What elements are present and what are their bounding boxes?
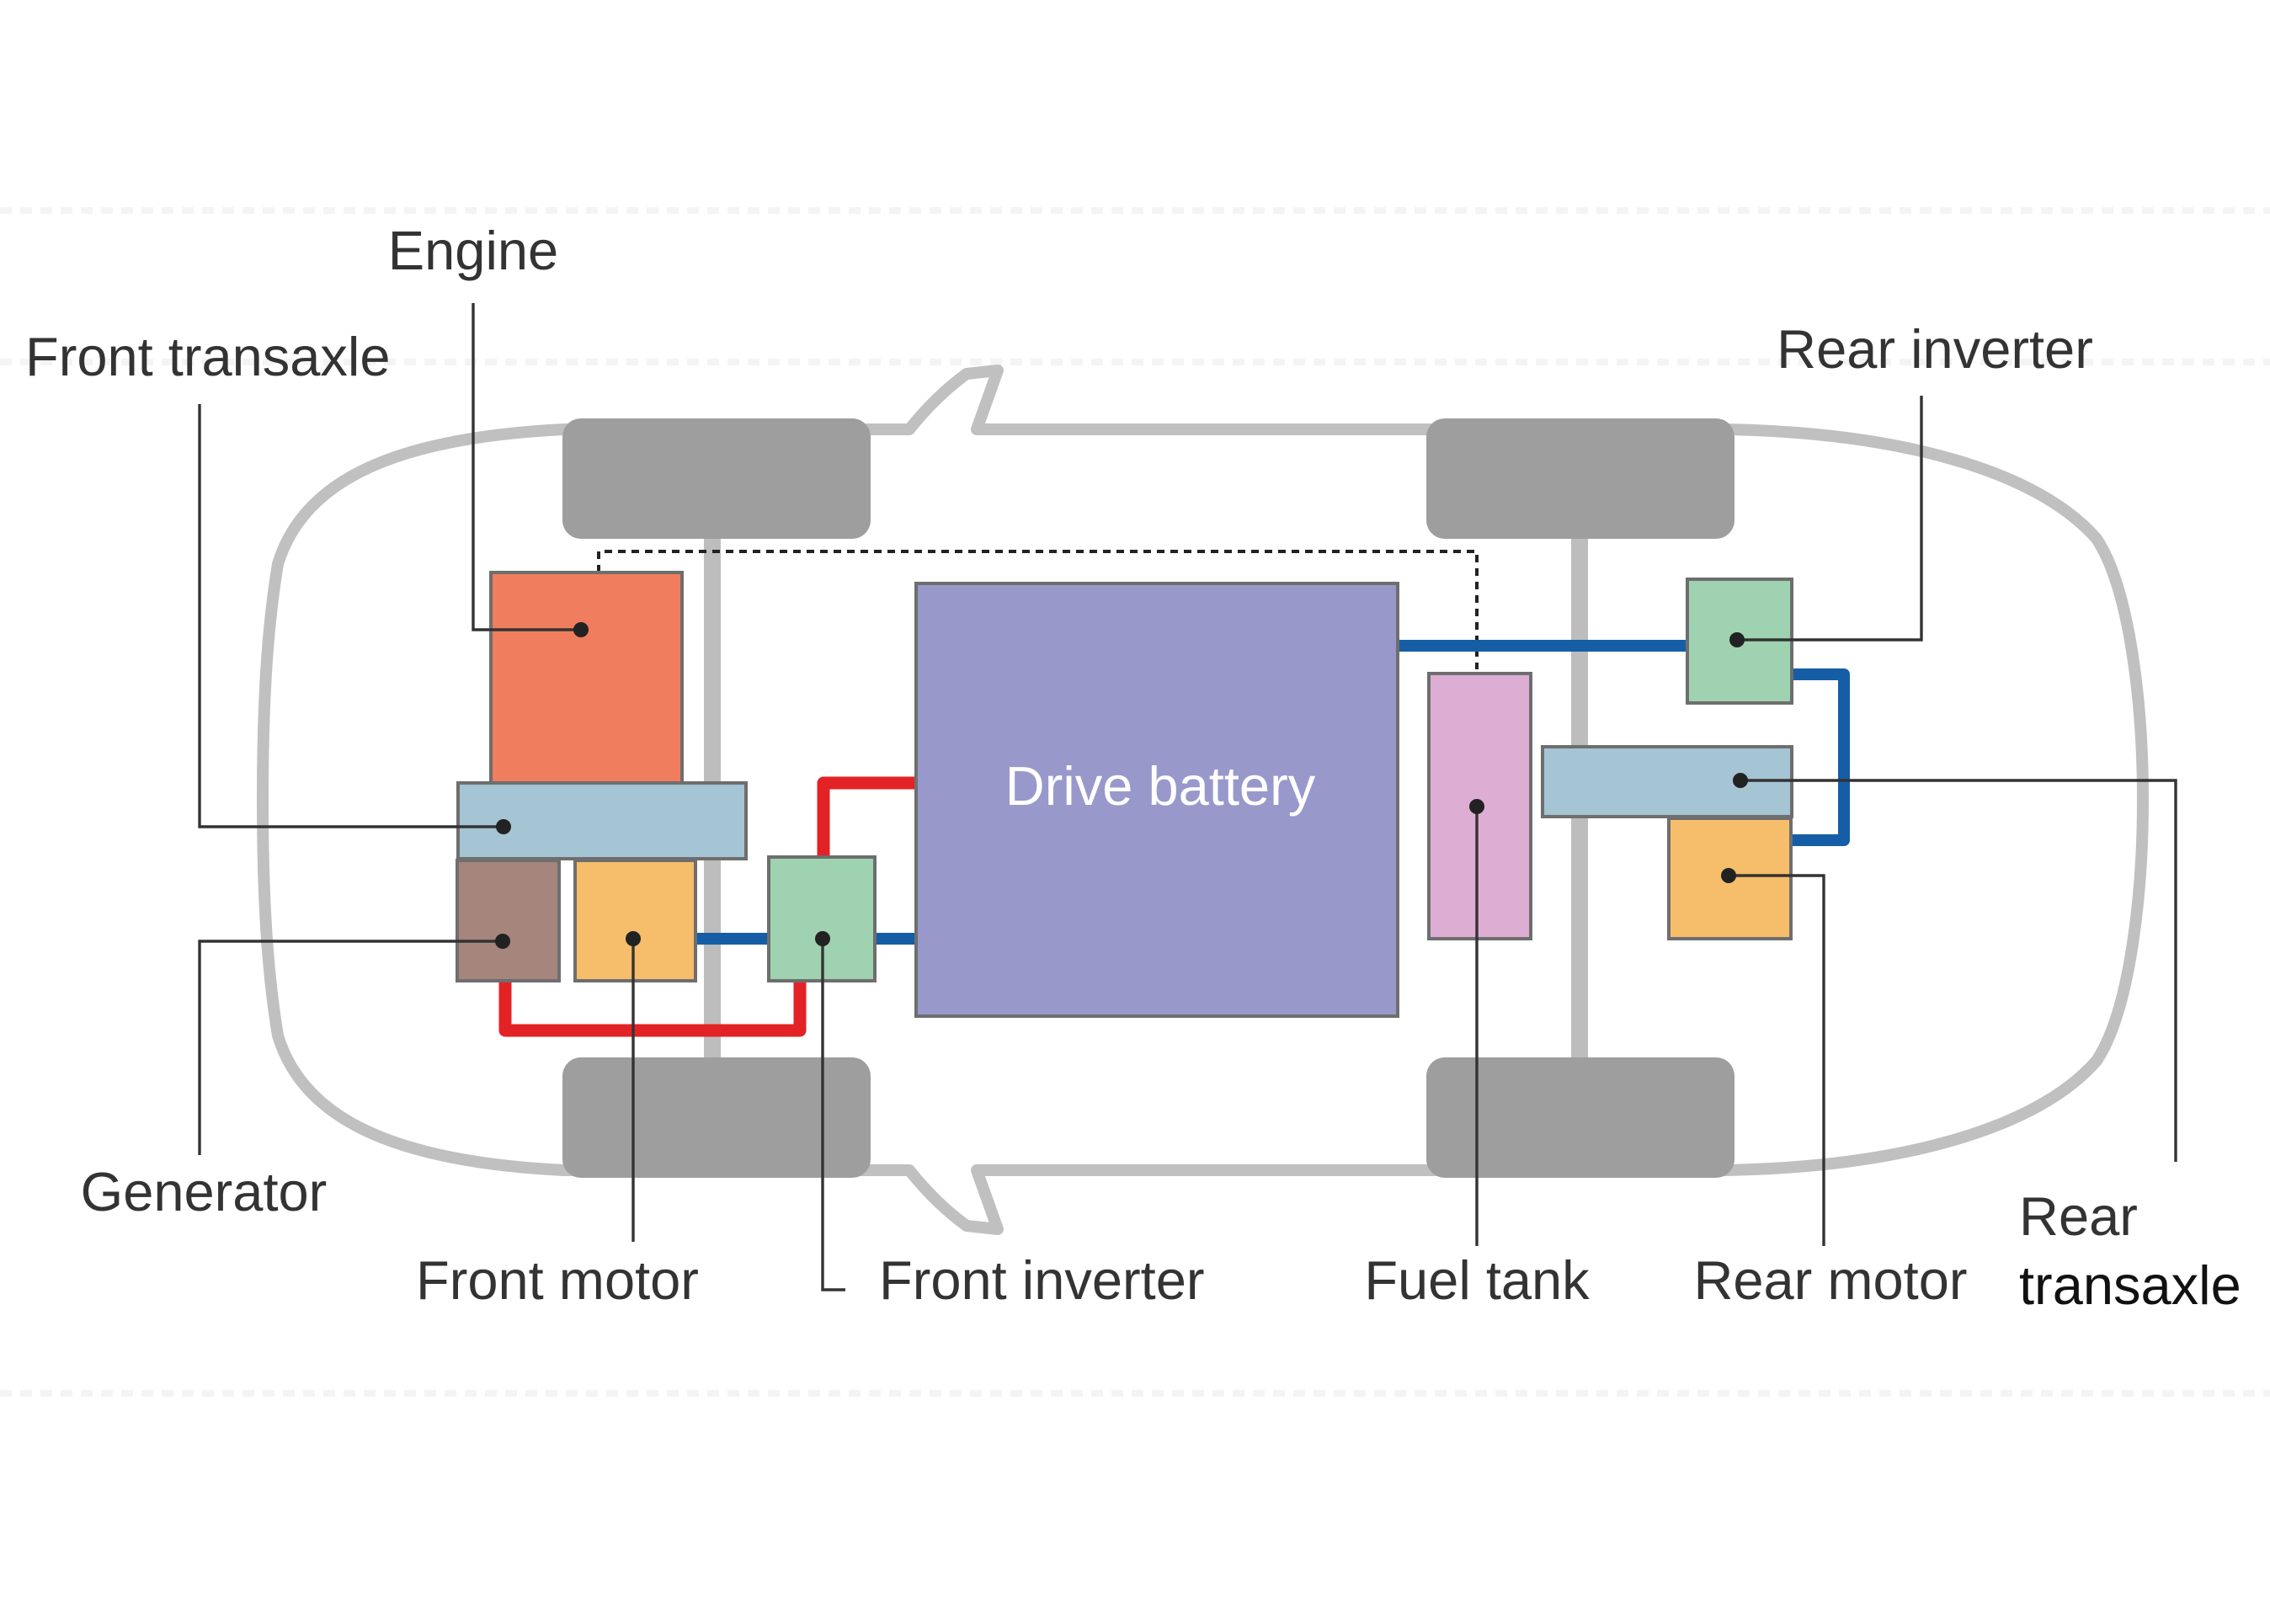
fuel-tank-block — [1427, 672, 1532, 940]
rear-motor-leader — [1729, 874, 1825, 1246]
front-inverter-label: Front inverter — [879, 1249, 1205, 1311]
front-inverter-leader — [821, 939, 845, 1291]
front-right-wheel — [562, 1057, 871, 1178]
drive-battery-label: Drive battery — [1005, 755, 1316, 817]
front-motor-label: Front motor — [416, 1249, 699, 1311]
front-transaxle-label: Front transaxle — [25, 326, 391, 387]
background-texture — [0, 207, 2270, 1397]
front-left-wheel — [562, 418, 871, 539]
generator-block — [456, 859, 561, 982]
engine-leader — [472, 303, 581, 631]
front-motor-block — [573, 859, 697, 982]
high-voltage-line — [498, 776, 916, 1037]
front-inverter-dot — [815, 931, 830, 946]
rear-transaxle-label-line2: transaxle — [2019, 1254, 2241, 1316]
rear-transaxle-dot — [1733, 773, 1748, 788]
front-motor-dot — [626, 931, 641, 946]
rear-left-wheel — [1426, 418, 1734, 539]
engine-dot — [573, 622, 589, 637]
generator-leader — [198, 940, 503, 1155]
rear-inverter-dot — [1729, 632, 1745, 647]
generator-label: Generator — [81, 1161, 328, 1222]
generator-dot — [495, 934, 510, 949]
low-voltage-line — [692, 640, 1850, 945]
rear-motor-dot — [1721, 868, 1736, 883]
fuel-tank-dot — [1469, 799, 1484, 814]
anchor-dots — [495, 622, 1748, 949]
fuel-tank-label: Fuel tank — [1364, 1249, 1590, 1311]
car-body-outline — [257, 365, 2149, 1235]
rear-inverter-label: Rear inverter — [1777, 318, 2093, 380]
engine-label: Engine — [388, 220, 558, 281]
rear-right-wheel — [1426, 1057, 1734, 1178]
front-transaxle-leader — [198, 404, 504, 828]
engine-block — [489, 571, 684, 788]
fuel-line — [597, 550, 1479, 669]
leader-lines — [198, 303, 2177, 1291]
rear-inverter-leader — [1737, 396, 1923, 642]
rear-transaxle-label-line1: Rear — [2019, 1185, 2138, 1247]
rear-transaxle-leader — [1740, 779, 2177, 1162]
rear-motor-label: Rear motor — [1693, 1249, 1967, 1311]
drive-battery-block — [914, 582, 1399, 1018]
front-transaxle-dot — [496, 819, 511, 834]
